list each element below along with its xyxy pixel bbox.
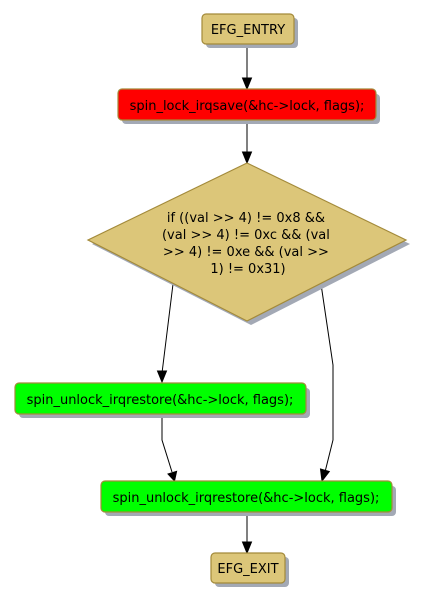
edge-condition-to-unlock-a: [156, 283, 174, 384]
edge-entry-to-lock: [241, 47, 253, 91]
entry-label: EFG_ENTRY: [211, 23, 285, 38]
unlock-a-label: spin_unlock_irqrestore(&hc->lock, flags)…: [27, 393, 294, 408]
condition-node: if ((val >> 4) != 0x8 && (val >> 4) != 0…: [86, 162, 410, 325]
unlock-a-node: spin_unlock_irqrestore(&hc->lock, flags)…: [14, 382, 310, 418]
edge-unlock-b-to-exit: [241, 511, 253, 555]
condition-line-2: (val >> 4) != 0xc && (val: [162, 228, 330, 243]
entry-node: EFG_ENTRY: [201, 13, 298, 48]
unlock-a-box: [14, 382, 307, 415]
exit-box: [210, 552, 286, 584]
edge-lock-to-condition: [241, 121, 253, 165]
lock-node: spin_lock_irqsave(&hc->lock, flags);: [117, 88, 380, 124]
condition-line-4: 1) != 0x31): [210, 262, 285, 277]
unlock-b-box: [100, 480, 393, 513]
unlock-b-node: spin_unlock_irqrestore(&hc->lock, flags)…: [100, 480, 396, 516]
condition-diamond: [86, 162, 408, 322]
unlock-b-label: spin_unlock_irqrestore(&hc->lock, flags)…: [113, 491, 380, 506]
condition-line-1: if ((val >> 4) != 0x8 &&: [167, 211, 325, 226]
edge-unlock-a-to-unlock-b: [161, 415, 178, 483]
lock-label: spin_lock_irqsave(&hc->lock, flags);: [130, 99, 365, 114]
condition-line-3: >> 4) != 0xe && (val >>: [163, 245, 329, 260]
edges: [156, 47, 334, 555]
lock-box: [117, 88, 377, 121]
exit-node: EFG_EXIT: [210, 552, 289, 587]
entry-box: [201, 13, 295, 45]
edge-condition-to-unlock-b: [319, 283, 334, 483]
condition-text: if ((val >> 4) != 0x8 && (val >> 4) != 0…: [162, 211, 334, 277]
exit-label: EFG_EXIT: [217, 562, 278, 577]
